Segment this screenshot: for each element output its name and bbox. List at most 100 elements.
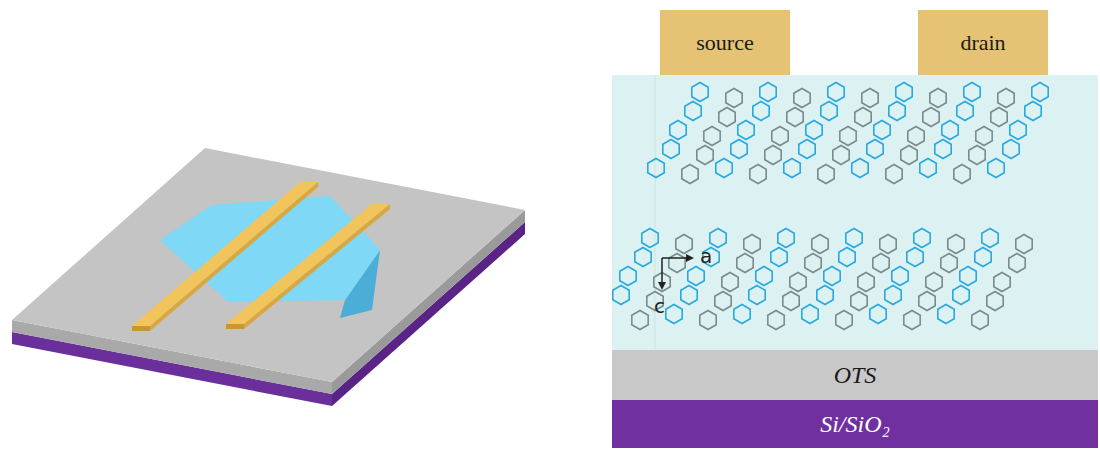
source-electrode: source: [660, 10, 790, 75]
arrowhead: [658, 282, 666, 290]
ring: [904, 311, 920, 330]
ring: [1032, 83, 1048, 102]
ring: [941, 254, 957, 273]
ring: [824, 267, 840, 286]
ring: [692, 83, 708, 102]
ring: [756, 267, 772, 286]
node-text: source: [696, 30, 753, 56]
ring: [768, 311, 784, 330]
ring: [964, 83, 980, 102]
ring: [632, 311, 648, 330]
ring: [987, 292, 1003, 311]
ring: [716, 159, 732, 178]
ring: [738, 121, 754, 140]
molecular-layers: [613, 83, 1048, 330]
ring: [840, 127, 856, 146]
ring: [926, 273, 942, 292]
ring: [670, 121, 686, 140]
ring: [858, 273, 874, 292]
ring: [719, 108, 735, 127]
ring: [799, 140, 815, 159]
ring: [969, 146, 985, 165]
ring: [988, 159, 1004, 178]
ring: [942, 121, 958, 140]
ring: [930, 89, 946, 108]
node-text: OTS: [834, 362, 877, 389]
ring: [982, 229, 998, 248]
ring: [855, 108, 871, 127]
ring: [920, 159, 936, 178]
node-text: drain: [960, 30, 1005, 56]
ring: [874, 121, 890, 140]
ring: [862, 89, 878, 108]
ring: [960, 267, 976, 286]
ring: [821, 102, 837, 121]
ring: [749, 286, 765, 305]
ring: [722, 273, 738, 292]
ring: [880, 235, 896, 254]
electrode-edge: [244, 204, 390, 329]
axis-c: [661, 258, 663, 284]
ring: [704, 127, 720, 146]
ring: [994, 273, 1010, 292]
ring: [771, 248, 787, 267]
ring: [765, 146, 781, 165]
ring: [715, 292, 731, 311]
ring: [852, 159, 868, 178]
drain-electrode: drain: [918, 10, 1048, 75]
ring: [700, 311, 716, 330]
ring: [886, 165, 902, 184]
ring: [851, 292, 867, 311]
ring: [976, 127, 992, 146]
ring: [750, 165, 766, 184]
ring: [648, 159, 664, 178]
ring: [938, 305, 954, 324]
ring: [635, 248, 651, 267]
arrowhead: [686, 254, 694, 262]
electrode-edge: [132, 326, 150, 331]
ring: [784, 159, 800, 178]
ring: [919, 292, 935, 311]
ring: [737, 254, 753, 273]
ring: [613, 286, 629, 305]
ring: [817, 286, 833, 305]
ring: [676, 235, 692, 254]
ring: [794, 89, 810, 108]
ring: [787, 108, 803, 127]
ring: [991, 108, 1007, 127]
ring: [669, 254, 685, 273]
ots-layer: [612, 350, 1098, 400]
ring: [753, 102, 769, 121]
ots-band: OTS: [612, 350, 1098, 400]
ring: [697, 146, 713, 165]
ring: [812, 235, 828, 254]
ring: [726, 89, 742, 108]
ring: [688, 267, 704, 286]
ring: [1003, 140, 1019, 159]
ots-top: [12, 148, 525, 382]
substrate-layer: [612, 400, 1098, 448]
ring: [953, 286, 969, 305]
ring: [889, 102, 905, 121]
ring: [954, 165, 970, 184]
ring: [666, 305, 682, 324]
ring: [744, 235, 760, 254]
electrode-edge: [226, 324, 244, 329]
axis-label: a: [700, 244, 712, 268]
ring: [892, 267, 908, 286]
ring: [885, 286, 901, 305]
axis-a: [662, 257, 688, 259]
ring: [806, 121, 822, 140]
ring: [681, 286, 697, 305]
ring: [846, 229, 862, 248]
ring: [682, 165, 698, 184]
ring: [731, 140, 747, 159]
ring: [975, 248, 991, 267]
ring: [685, 102, 701, 121]
ring: [873, 254, 889, 273]
ring: [828, 83, 844, 102]
ring: [790, 273, 806, 292]
ring: [833, 146, 849, 165]
ring: [1025, 102, 1041, 121]
